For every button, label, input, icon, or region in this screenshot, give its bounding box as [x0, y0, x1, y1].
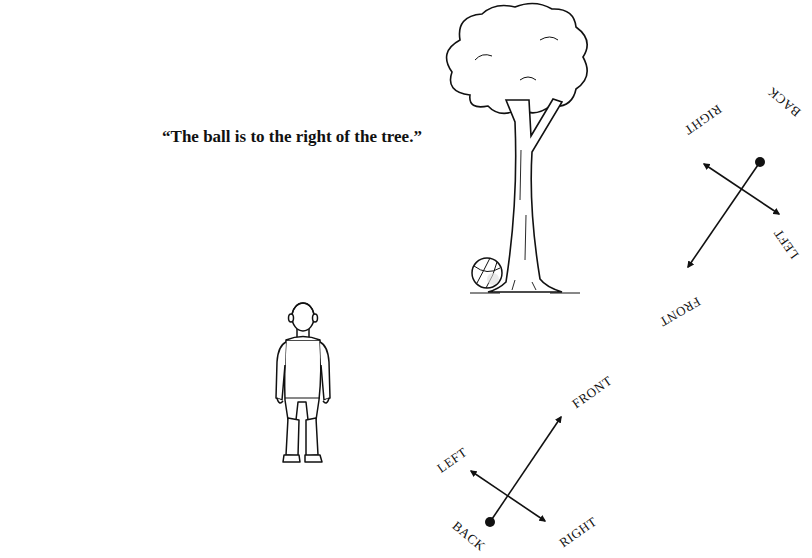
- ground-line: [470, 293, 580, 294]
- viewer-axis-cross: [471, 417, 561, 527]
- axis-label: BACK: [765, 85, 803, 119]
- axis-label: RIGHT: [557, 515, 599, 550]
- statement-quote: “The ball is to the right of the tree.”: [162, 128, 422, 145]
- axis-label: BACK: [450, 519, 488, 553]
- man-figure: [276, 303, 330, 462]
- axis-label: LEFT: [771, 227, 801, 262]
- trunk-bark: [512, 150, 536, 290]
- ball: [472, 258, 502, 288]
- axis-label: FRONT: [657, 295, 703, 329]
- tree-crown-detail: [475, 37, 558, 80]
- axis-label: FRONT: [570, 374, 614, 411]
- tree-crown: [447, 3, 588, 113]
- axis-label: RIGHT: [682, 103, 724, 138]
- axis-label: LEFT: [435, 445, 470, 475]
- tree-axis-cross: [688, 157, 779, 267]
